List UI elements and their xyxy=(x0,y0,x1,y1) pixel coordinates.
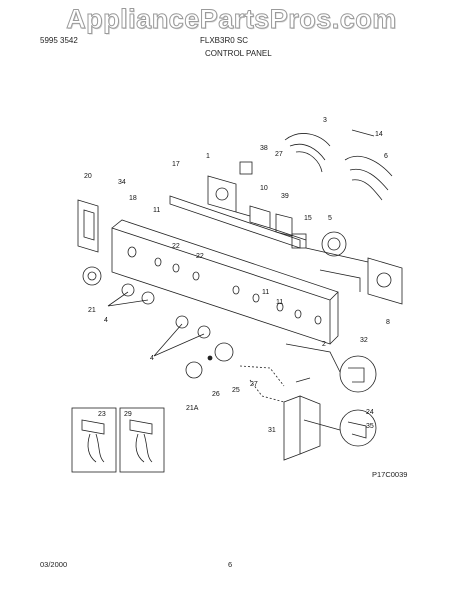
callout-11-mid: 11 xyxy=(262,289,269,296)
callout-8: 8 xyxy=(386,319,390,326)
knob-21 xyxy=(82,266,102,286)
switch-5 xyxy=(321,231,347,257)
callout-4-left: 4 xyxy=(104,317,108,324)
detail-35 xyxy=(339,409,377,447)
callout-29: 29 xyxy=(124,411,132,418)
timer-8 xyxy=(367,257,403,305)
wire-harness-6 xyxy=(344,155,393,201)
callout-22-b: 22 xyxy=(196,253,204,260)
knob-25 xyxy=(214,342,234,362)
control-panel-body xyxy=(111,227,331,345)
knob-4b xyxy=(141,291,155,305)
wire-harness-3 xyxy=(284,133,331,173)
control-panel-side xyxy=(329,292,339,345)
back-rail xyxy=(169,195,301,249)
callout-21a: 21A xyxy=(186,405,199,412)
knob-4d xyxy=(197,325,211,339)
callout-6: 6 xyxy=(384,153,388,160)
callout-1: 1 xyxy=(206,153,210,160)
detail-box-23 xyxy=(71,407,117,473)
callout-14: 14 xyxy=(375,131,383,138)
watermark-logo: AppliancePartsPros.com xyxy=(66,4,397,35)
callout-4-right: 4 xyxy=(150,355,154,362)
control-panel-top-edge xyxy=(111,219,339,301)
callout-27-top: 27 xyxy=(275,151,283,158)
callout-15: 15 xyxy=(304,215,312,222)
callout-27-bottom: 27 xyxy=(250,381,258,388)
detail-box-29 xyxy=(119,407,165,473)
knob-4a xyxy=(121,283,135,297)
callout-31: 31 xyxy=(268,427,276,434)
callout-20: 20 xyxy=(84,173,92,180)
figure-code: P17C0039 xyxy=(372,470,408,479)
callout-11-right: 11 xyxy=(276,299,283,306)
callout-26: 26 xyxy=(212,391,220,398)
callout-24: 24 xyxy=(366,409,374,416)
bracket-31 xyxy=(283,395,301,461)
callout-17: 17 xyxy=(172,161,180,168)
publication-number: 5995 3542 xyxy=(40,36,78,45)
switch-10 xyxy=(249,205,271,229)
callout-35: 35 xyxy=(366,423,374,430)
callout-18: 18 xyxy=(129,195,137,202)
callout-3: 3 xyxy=(323,117,327,124)
callout-34: 34 xyxy=(118,179,126,186)
callout-21: 21 xyxy=(88,307,96,314)
model-label: FLXB3R0 SC xyxy=(200,36,249,45)
callout-39: 39 xyxy=(281,193,289,200)
callout-23: 23 xyxy=(98,411,106,418)
section-title: CONTROL PANEL xyxy=(205,49,272,58)
callout-25: 25 xyxy=(232,387,240,394)
side-bracket xyxy=(77,199,99,253)
callout-32: 32 xyxy=(360,337,368,344)
callout-38: 38 xyxy=(260,145,268,152)
footer-page-number: 6 xyxy=(228,560,233,569)
callout-11-left: 11 xyxy=(153,207,160,214)
detail-32 xyxy=(339,355,377,393)
knob-21a xyxy=(185,361,203,379)
callout-5: 5 xyxy=(328,215,332,222)
callout-2: 2 xyxy=(322,341,326,348)
callout-10: 10 xyxy=(260,185,268,192)
footer-date: 03/2000 xyxy=(40,560,68,569)
knob-4c xyxy=(175,315,189,329)
callout-22-a: 22 xyxy=(172,243,180,250)
timer-module xyxy=(207,175,237,213)
